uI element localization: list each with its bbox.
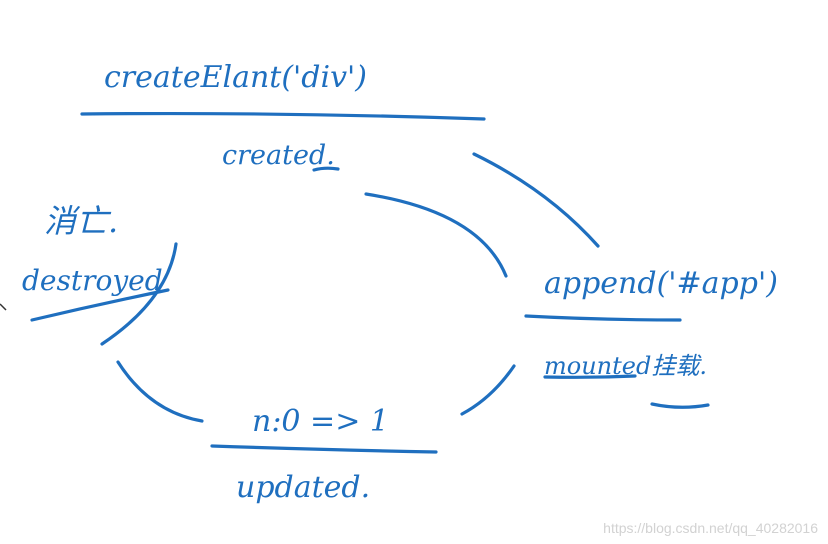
arc-created-to-append (472, 152, 600, 248)
arc-inner (364, 192, 508, 278)
underline-created (312, 166, 340, 172)
label-update-condition: n:0 => 1 (252, 404, 389, 439)
label-created: created. (222, 140, 335, 171)
underline-mounted-cn (650, 402, 710, 409)
arc-mounted-to-update (460, 364, 516, 416)
label-destroy-cn: 消亡. (44, 202, 119, 240)
label-append: append('#app') (544, 266, 778, 301)
underline-destroyed (30, 288, 170, 322)
arc-destroyed-hook (100, 242, 178, 346)
underline-mounted (543, 374, 637, 379)
label-create-element: createElant('div') (104, 60, 367, 95)
stray-mark (0, 303, 7, 311)
underline-append (524, 314, 682, 322)
label-updated: updated. (236, 470, 371, 505)
label-destroyed: destroyed (22, 264, 163, 297)
label-mounted: mounted挂载. (544, 352, 707, 380)
underline-create (80, 111, 486, 121)
watermark-url: https://blog.csdn.net/qq_40282016 (603, 520, 818, 536)
underline-update (210, 444, 438, 454)
arc-update-to-destroyed (116, 360, 204, 423)
